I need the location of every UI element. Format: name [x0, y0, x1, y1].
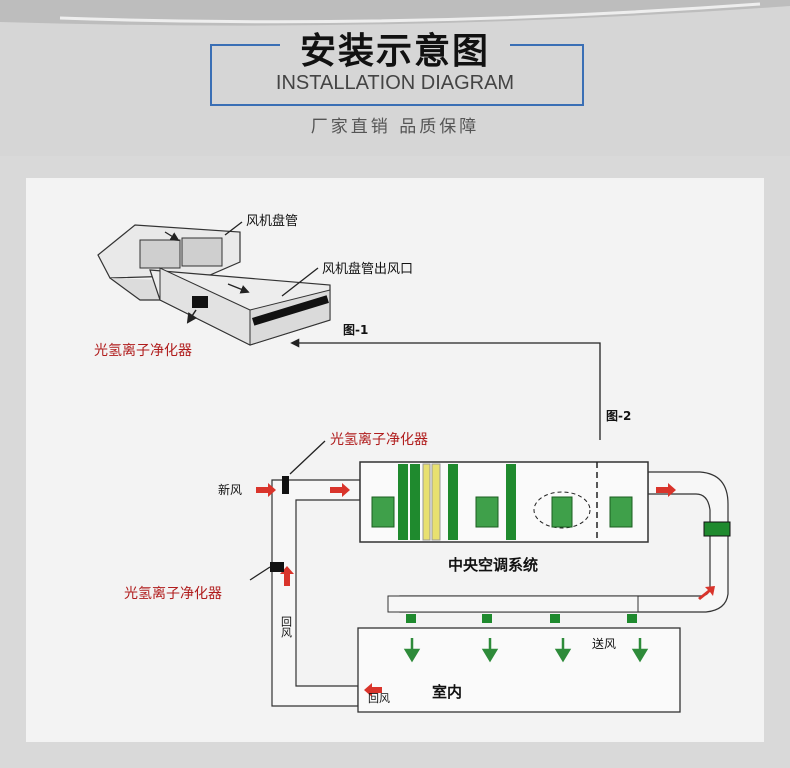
figure-connector-line — [290, 338, 601, 440]
fan-coil-outlet-leader — [281, 267, 319, 297]
fresh-air-label: 新风 — [218, 482, 242, 497]
purifier-device-3 — [270, 562, 284, 572]
central-ac-label: 中央空调系统 — [448, 556, 538, 574]
purifier-label-1: 光氢离子净化器 — [94, 342, 192, 359]
return-duct — [271, 479, 361, 707]
fan-coil-outlet-grille — [252, 295, 329, 326]
installation-diagram: 风机盘管 风机盘管出风口 光氢离子净化器 图-1 图-2 — [94, 213, 731, 713]
figure-1-label: 图-1 — [343, 323, 368, 337]
supply-duct-branch — [387, 595, 639, 613]
return-air-vertical-label: 回风 — [280, 616, 293, 638]
purifier-label-3: 光氢离子净化器 — [124, 585, 222, 602]
title-frame — [210, 44, 584, 106]
indoor-room — [357, 627, 681, 713]
supply-diffusers — [406, 614, 637, 623]
fan-coil-label: 风机盘管 — [246, 213, 298, 229]
indoor-label: 室内 — [432, 683, 462, 701]
purifier-device-1 — [192, 296, 208, 308]
figure-2-label: 图-2 — [606, 409, 631, 423]
fan-coil-outlet-label: 风机盘管出风口 — [322, 261, 413, 277]
purifier-device-2 — [282, 476, 289, 494]
purifier-3-leader — [249, 566, 271, 581]
page-title: 安装示意图 — [299, 31, 490, 72]
fan-coil-airflow-arrow-2 — [227, 283, 250, 294]
tagline: 厂家直销 品质保障 — [310, 117, 480, 137]
diagram-panel: 风机盘管 风机盘管出风口 光氢离子净化器 图-1 图-2 — [26, 178, 764, 742]
title-frame-top-left — [210, 44, 280, 46]
purifier-device-4 — [703, 521, 731, 537]
supply-air-arrows — [403, 638, 649, 663]
return-air-label-2: 回风 — [368, 692, 390, 705]
fan-coil-leader — [224, 221, 243, 236]
fan-coil-airflow-arrow-1 — [164, 231, 180, 241]
header-swoosh — [0, 0, 790, 26]
purifier-label-2: 光氢离子净化器 — [330, 431, 428, 448]
title-frame-top-right — [510, 44, 582, 46]
supply-air-label: 送风 — [592, 636, 616, 651]
purifier-2-leader — [289, 440, 326, 475]
page-subtitle: INSTALLATION DIAGRAM — [275, 72, 515, 94]
central-ac-unit — [359, 461, 649, 543]
purifier-1-arrow — [186, 309, 198, 324]
header-band: 安装示意图 INSTALLATION DIAGRAM 厂家直销 品质保障 — [0, 0, 790, 156]
